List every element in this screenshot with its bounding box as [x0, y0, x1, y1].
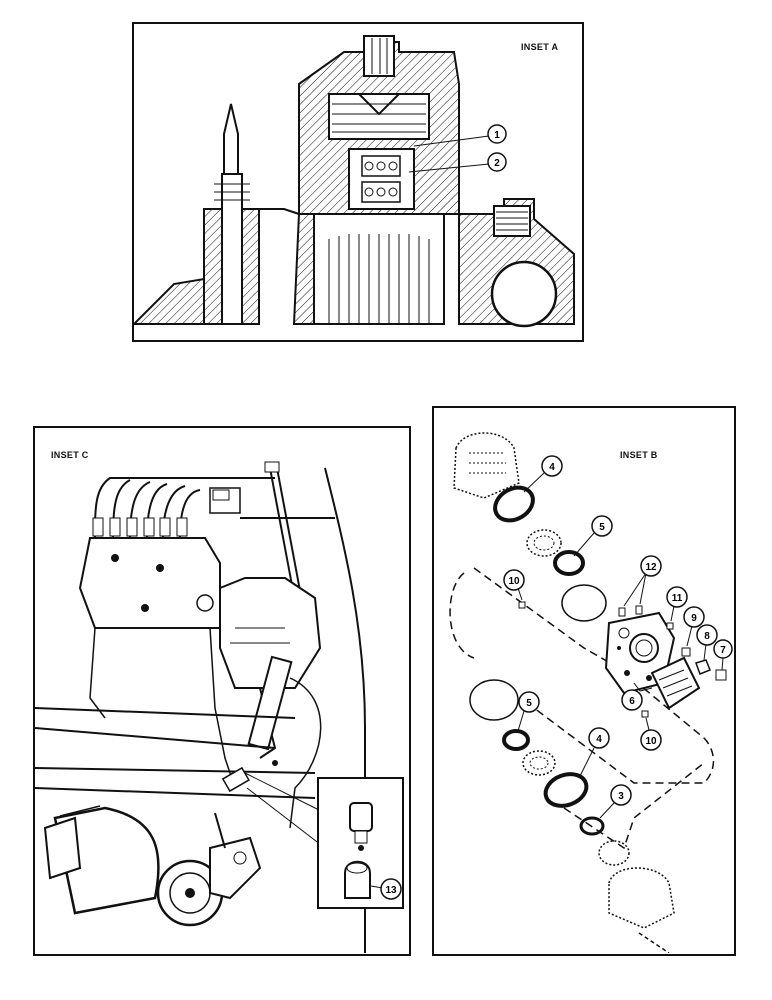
callout-12: 12: [623, 555, 662, 607]
inset-b-title: INSET B: [620, 450, 658, 460]
callout-1-label: 1: [494, 130, 500, 141]
callout-2: 2: [408, 152, 507, 173]
callout-4-bottom: 4: [578, 727, 610, 779]
callout-4-bottom-label: 4: [596, 734, 602, 745]
callout-6-label: 6: [629, 696, 635, 707]
callout-9: 9: [683, 606, 705, 647]
callout-5-bottom-label: 5: [526, 698, 532, 709]
callout-3-label: 3: [618, 791, 624, 802]
inset-a-panel: 1 2 INSET A: [132, 22, 584, 342]
callout-2-label: 2: [494, 158, 500, 169]
injection-pump: [78, 537, 221, 629]
callout-5-top-label: 5: [599, 522, 605, 533]
callout-10-top: 10: [503, 569, 525, 601]
inset-b-exploded-drawing: 4 5 12 10 11 9: [449, 432, 733, 953]
filler-plug: [363, 35, 395, 77]
callout-8-label: 8: [704, 631, 710, 642]
callout-12-label: 12: [645, 562, 657, 573]
inset-a-title: INSET A: [521, 42, 559, 52]
callout-7-label: 7: [720, 645, 726, 656]
callout-7: 7: [713, 639, 733, 671]
inset-b-panel: 4 5 12 10 11 9: [432, 406, 736, 956]
callout-11-label: 11: [672, 593, 683, 604]
governor-housing: [219, 577, 322, 689]
callout-5-top: 5: [573, 515, 613, 557]
reservoir: [53, 806, 160, 915]
callout-1: 1: [413, 124, 507, 147]
callout-13-label: 13: [385, 885, 397, 896]
inset-a-cutaway-drawing: 1 2: [134, 35, 575, 328]
callout-4-top: 4: [523, 455, 563, 493]
lower-cover: [608, 867, 675, 929]
callout-10-top-label: 10: [508, 576, 520, 587]
callout-5-bottom: 5: [517, 691, 540, 732]
callout-8: 8: [696, 624, 718, 661]
callout-13: 13: [370, 878, 402, 900]
callout-9-label: 9: [691, 613, 697, 624]
inset-c-engine-drawing: 13: [35, 461, 404, 953]
callout-10-bottom: 10: [640, 717, 662, 751]
callout-4-top-label: 4: [549, 462, 555, 473]
inset-c-panel: 13 INSET C: [33, 426, 411, 956]
upper-cover: [453, 432, 520, 499]
inset-c-title: INSET C: [51, 450, 89, 460]
callout-11: 11: [666, 586, 688, 622]
callout-6: 6: [621, 682, 653, 711]
callout-10-bottom-label: 10: [645, 736, 657, 747]
callout-3: 3: [599, 784, 632, 819]
